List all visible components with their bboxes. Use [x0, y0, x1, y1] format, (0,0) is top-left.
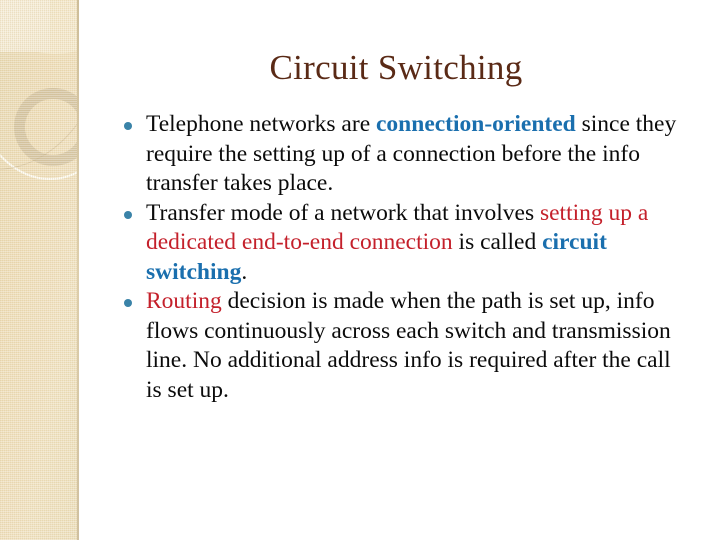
bullet-marker	[124, 110, 146, 130]
emphasis-red-text: Routing	[146, 288, 222, 314]
bullet-marker	[124, 199, 146, 219]
decorative-sidebar	[0, 0, 79, 540]
sidebar-edge-line	[77, 0, 79, 540]
bullet-marker	[124, 287, 146, 307]
bullet-dot-icon	[124, 210, 132, 219]
plain-text: Telephone networks are	[146, 111, 376, 137]
sidebar-arc-light-icon	[0, 0, 79, 180]
emphasis-blue-text: circuit switching	[146, 229, 607, 285]
list-item: Routing decision is made when the path i…	[124, 287, 690, 405]
bullet-text: Routing decision is made when the path i…	[146, 287, 690, 405]
plain-text: decision is made when the path is set up…	[146, 288, 671, 403]
slide-body: Telephone networks are connection-orient…	[124, 110, 690, 405]
slide-title: Circuit Switching	[269, 48, 523, 87]
list-item: Transfer mode of a network that involves…	[124, 199, 690, 288]
plain-text: .	[241, 258, 248, 285]
bullet-dot-icon	[124, 122, 132, 130]
bullet-dot-icon	[124, 299, 132, 307]
emphasis-red-text: setting up a dedicated end-to-end connec…	[146, 199, 649, 256]
bullet-text: Transfer mode of a network that involves…	[146, 199, 690, 288]
emphasis-blue-text: connection-oriented	[376, 111, 576, 137]
plain-text: Transfer mode of a network that involves	[146, 199, 540, 226]
list-item: Telephone networks are connection-orient…	[124, 110, 690, 199]
bullet-text: Telephone networks are connection-orient…	[146, 110, 690, 199]
plain-text: since they require the setting up of a c…	[146, 111, 677, 196]
plain-text: is called	[452, 229, 543, 255]
